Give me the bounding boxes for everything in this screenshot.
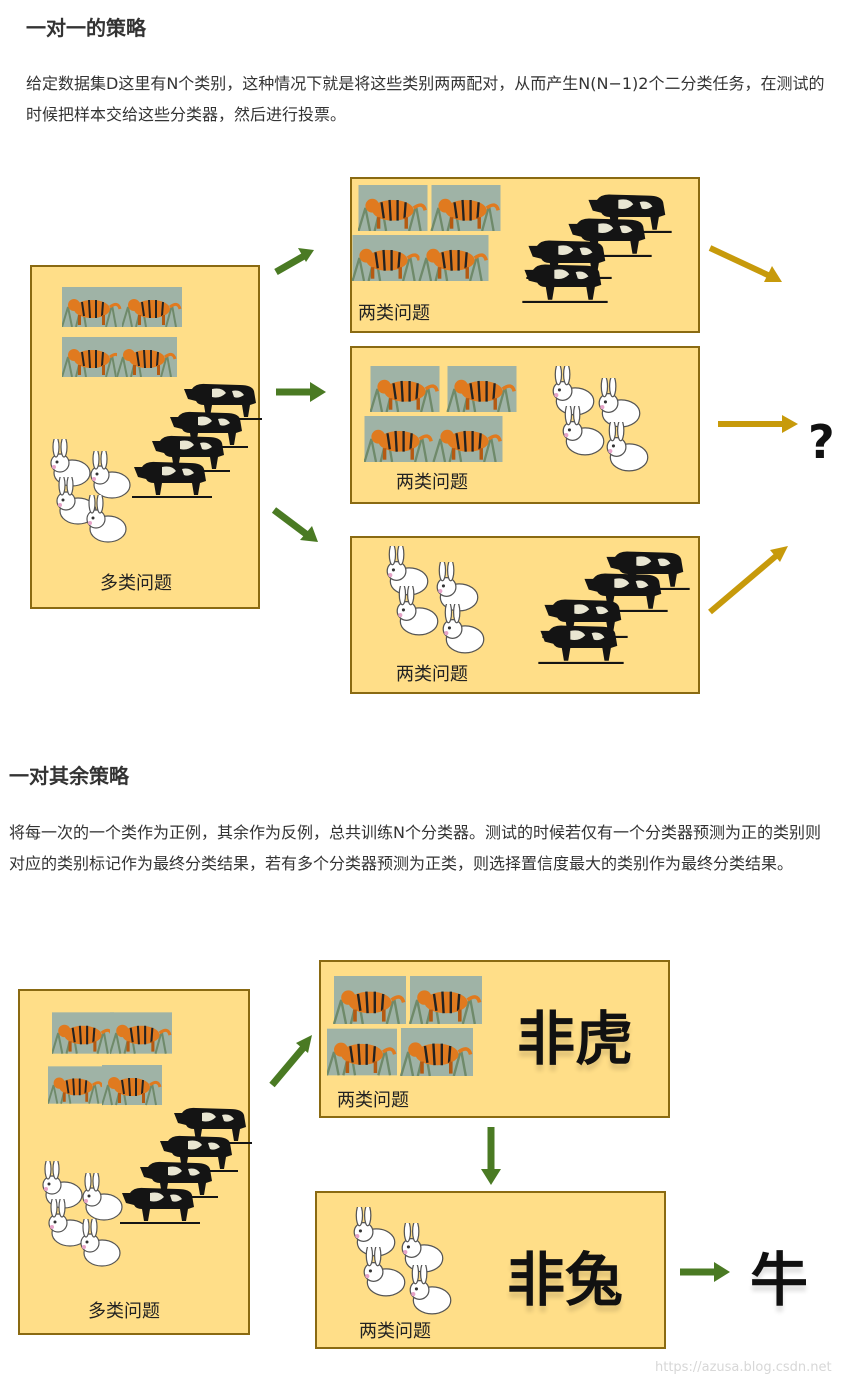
section1-paragraph: 给定数据集D这里有N个类别，这种情况下就是将这些类别两两配对，从而产生N(N−1… <box>26 74 825 124</box>
section2-paragraph: 将每一次的一个类作为正例，其余作为反例，总共训练N个分类器。测试的时候若仅有一个… <box>9 823 821 873</box>
not-tiger-panel: 非虎 两类问题 <box>319 960 670 1118</box>
result-cow-text: 牛 <box>750 1246 809 1314</box>
section2-title: 一对其余策略 <box>9 764 129 788</box>
multiclass-panel-2: 多类问题 <box>18 989 252 1335</box>
multiclass-panel: 多类问题 <box>30 265 262 609</box>
arrow-pair1-to-result <box>708 245 782 282</box>
arrows-layer-2 <box>269 1035 730 1282</box>
not-rabbit-text: 非兔 <box>507 1246 624 1314</box>
watermark: https://azusa.blog.csdn.net <box>655 1360 832 1375</box>
arrow-to-pair2 <box>276 382 326 402</box>
section1-title: 一对一的策略 <box>26 16 146 40</box>
arrow-to-pair3 <box>271 507 318 542</box>
pair-panel-rabbit-cow: 两类问题 <box>350 536 700 694</box>
arrow-not-tiger-to-not-rabbit <box>481 1127 501 1185</box>
arrow-to-result <box>680 1262 730 1282</box>
not-rabbit-panel: 非兔 两类问题 <box>315 1191 666 1349</box>
pair3-label: 两类问题 <box>396 664 468 685</box>
pair-panel-tiger-cow: 两类问题 <box>350 177 700 333</box>
question-mark: ? <box>808 415 835 469</box>
figure-one-vs-one: 多类问题 两类问题 两类问题 <box>0 160 852 700</box>
not-tiger-panel-label: 两类问题 <box>337 1090 409 1111</box>
arrows-layer <box>271 245 798 615</box>
arrow-pair2-to-result <box>718 415 798 433</box>
arrow-pair3-to-result <box>708 546 788 615</box>
pair1-label: 两类问题 <box>358 303 430 324</box>
arrow-to-not-tiger <box>269 1035 312 1088</box>
arrow-to-pair1 <box>274 248 314 276</box>
pair2-label: 两类问题 <box>396 472 468 493</box>
pair-panel-tiger-rabbit: 两类问题 <box>350 346 700 504</box>
figure-one-vs-rest: 多类问题 非虎 两类问题 非兔 两类问题 <box>0 955 852 1355</box>
not-tiger-text: 非虎 <box>517 1005 634 1073</box>
multiclass2-label: 多类问题 <box>88 1301 160 1322</box>
not-rabbit-panel-label: 两类问题 <box>359 1321 431 1342</box>
multiclass-label: 多类问题 <box>100 573 172 594</box>
